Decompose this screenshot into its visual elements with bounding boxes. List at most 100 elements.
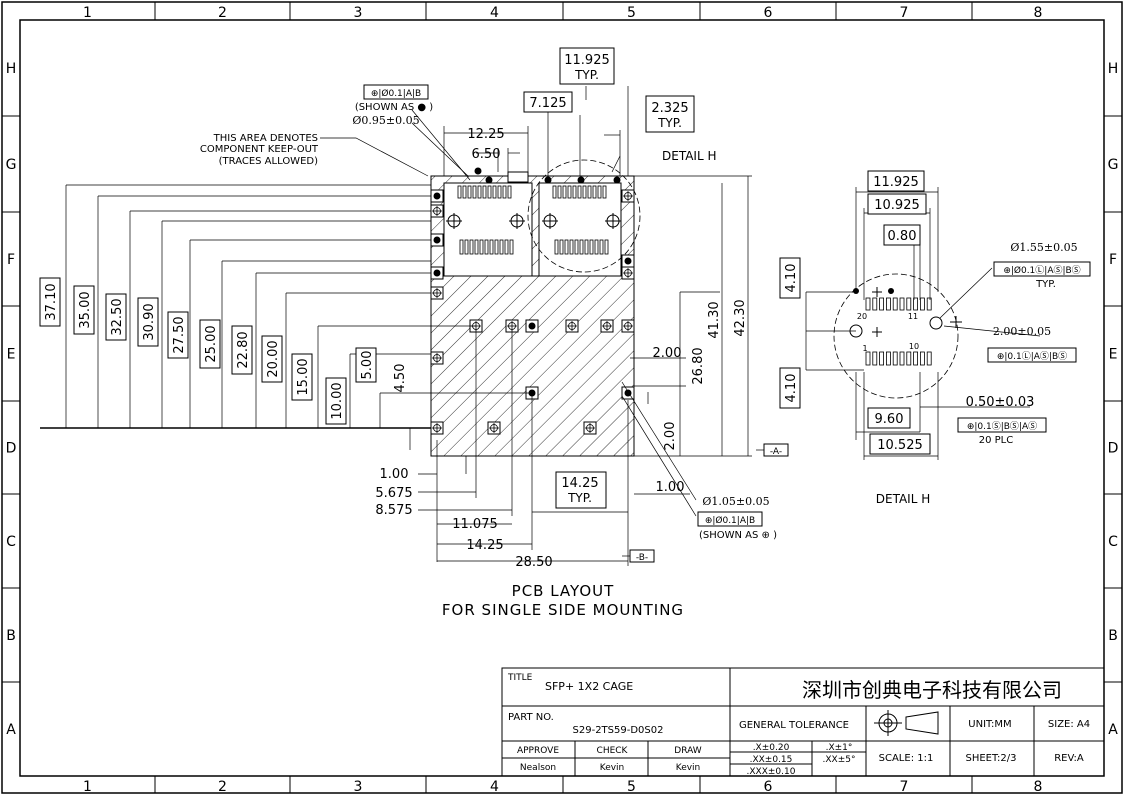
detail-pads [865, 297, 932, 366]
frame-col-label: 3 [354, 5, 363, 21]
detail-pad [920, 297, 925, 311]
frame-row-label: G [6, 157, 17, 173]
pad [564, 239, 569, 255]
detail-pad [906, 351, 912, 366]
keepout-note-3: (TRACES ALLOWED) [219, 156, 318, 167]
detail-pad [899, 351, 905, 366]
frame-row-label: B [1108, 628, 1118, 644]
pad [484, 239, 489, 255]
pad [559, 239, 564, 255]
frame-row-label: E [7, 347, 16, 363]
pad [577, 185, 582, 199]
alignment-holes [446, 213, 621, 229]
draw-label: DRAW [674, 746, 701, 756]
dim-450: 4.50 [393, 364, 408, 393]
detail-pad [913, 297, 918, 311]
callout-top-frame: ⊕|Ø0.1|A|B [371, 88, 421, 99]
callout-top-shown: (SHOWN AS ● ) [355, 102, 433, 113]
detail-title: DETAIL H [876, 492, 931, 506]
pad [482, 185, 487, 199]
detail-dim-10525: 10.525 [877, 438, 923, 453]
dim-2500: 25.00 [204, 325, 219, 362]
frame-row-label: D [1108, 441, 1119, 457]
frame-col-label: 1 [83, 779, 92, 795]
ang-2: .XX±5° [823, 755, 856, 765]
frame-col-label: 5 [627, 779, 636, 795]
pad [557, 185, 562, 199]
dim-11925: 11.925 [564, 53, 610, 68]
frame-col-label: 4 [490, 779, 499, 795]
frame-col-label: 8 [1034, 779, 1043, 795]
frame-col-label: 6 [764, 5, 773, 21]
pad [479, 239, 484, 255]
detail-pad [899, 297, 905, 311]
pad [462, 185, 467, 199]
dim-200-b: 2.00 [663, 422, 678, 451]
detail-frame-155: ⊕|Ø0.1Ⓛ|AⓈ|BⓈ [1003, 265, 1080, 276]
datum-b: -B- [636, 553, 648, 563]
detail-dia-155: Ø1.55±0.05 [1010, 241, 1077, 254]
dim-2280: 22.80 [236, 331, 251, 368]
projection-symbol-icon [874, 710, 939, 736]
frame-col-label: 1 [83, 5, 92, 21]
detail-pad [913, 351, 918, 366]
dim-100-b: 1.00 [656, 480, 685, 495]
dim-3500: 35.00 [78, 291, 93, 328]
pad [472, 185, 477, 199]
frame-row-label: H [1108, 61, 1119, 77]
dim-11075: 11.075 [452, 517, 498, 532]
pad [594, 239, 599, 255]
frame-row-label: H [6, 61, 17, 77]
part-value: S29-2TS59-D0S02 [573, 725, 664, 736]
detail-pad [865, 351, 871, 366]
scale: SCALE: 1:1 [879, 753, 934, 764]
pad [554, 239, 559, 255]
pad [597, 185, 602, 199]
detail-pad [892, 297, 898, 311]
pad [599, 239, 604, 255]
dim-2325-typ: TYP. [657, 116, 682, 130]
frame-row-label: F [1109, 252, 1117, 268]
check-label: CHECK [597, 746, 629, 756]
detail-dim-11925: 11.925 [873, 175, 919, 190]
callout-bottom-shown: (SHOWN AS ⊕ ) [699, 530, 777, 541]
pad [477, 185, 482, 199]
pad [587, 185, 592, 199]
pad [584, 239, 589, 255]
pad [507, 185, 512, 199]
detail-pad [879, 351, 884, 366]
frame-row-label: E [1109, 347, 1118, 363]
frame-row-label: B [6, 628, 16, 644]
dim-1000: 10.00 [330, 382, 345, 419]
pin-20: 20 [857, 312, 867, 321]
detail-pad [879, 297, 884, 311]
frame-row-label: C [1108, 534, 1118, 550]
detail-dim-410-b: 4.10 [784, 374, 799, 403]
general-tolerance: GENERAL TOLERANCE [739, 720, 849, 731]
detail-dia-200: 2.00±0.05 [993, 325, 1051, 338]
dim-2850: 28.50 [515, 555, 552, 570]
detail-dim-050: 0.50±0.03 [966, 395, 1035, 410]
size: SIZE: A4 [1048, 719, 1090, 730]
datum-a: -A- [770, 447, 782, 457]
detail-pad [886, 297, 891, 311]
pad [469, 239, 474, 255]
pad [592, 185, 597, 199]
draw-value: Kevin [676, 763, 701, 773]
pad-rows [457, 185, 609, 255]
detail-dim-960: 9.60 [875, 412, 904, 427]
pad [567, 185, 572, 199]
detail-dim-080: 0.80 [888, 229, 917, 244]
pcb-layout-view: 11.925 TYP. 7.125 2.325 TYP. 12.25 6.50 … [39, 47, 789, 619]
dim-5675: 5.675 [375, 486, 412, 501]
check-value: Kevin [600, 763, 625, 773]
dim-100-a: 1.00 [380, 467, 409, 482]
main-view-texts: 11.925 TYP. 7.125 2.325 TYP. 12.25 6.50 … [44, 53, 782, 619]
callout-bottom-frame: ⊕|Ø0.1|A|B [705, 515, 755, 526]
tol-3: .XXX±0.10 [747, 767, 796, 777]
pad [492, 185, 497, 199]
frame-col-label: 5 [627, 5, 636, 21]
pad [487, 185, 492, 199]
detail-pad [906, 297, 912, 311]
